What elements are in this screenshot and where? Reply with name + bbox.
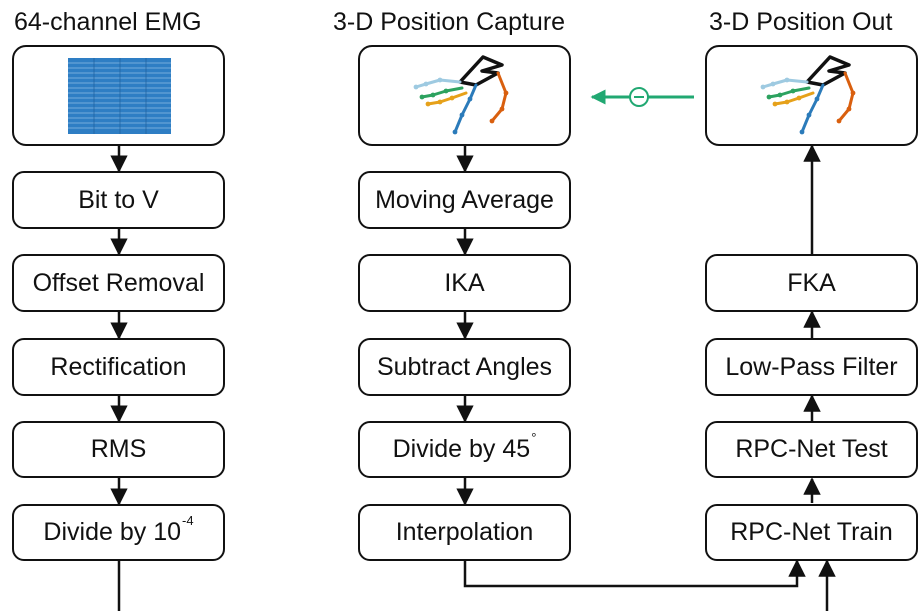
- emg-signal-panel: [12, 45, 225, 146]
- step-label: Rectification: [50, 352, 187, 381]
- step-offset-removal: Offset Removal: [12, 254, 225, 312]
- step-superscript: -4: [182, 513, 194, 528]
- step-label: Interpolation: [395, 518, 534, 546]
- step-label: RPC-Net Train: [730, 518, 893, 546]
- step-rms: RMS: [12, 421, 225, 478]
- step-moving-average: Moving Average: [358, 171, 571, 229]
- hand-skeleton-icon: [413, 55, 509, 135]
- step-rpc-net-train: RPC-Net Train: [705, 504, 918, 561]
- step-label: RPC-Net Test: [735, 435, 888, 463]
- step-rpc-net-test: RPC-Net Test: [705, 421, 918, 478]
- step-label: Bit to V: [78, 185, 159, 214]
- output-hand-panel: [705, 45, 918, 146]
- capture-title: 3-D Position Capture: [333, 8, 566, 36]
- step-fka: FKA: [705, 254, 918, 312]
- capture-hand-panel: [358, 45, 571, 146]
- minus-circle-icon: [629, 87, 649, 107]
- line-interp-to-train: [463, 559, 806, 588]
- step-label: Low-Pass Filter: [725, 352, 898, 381]
- step-divide-by-10-4: Divide by 10-4: [12, 504, 225, 561]
- emg-title: 64-channel EMG: [14, 8, 202, 36]
- output-title: 3-D Position Out: [709, 8, 893, 36]
- step-label: Divide by 45: [392, 435, 531, 463]
- step-label: RMS: [90, 435, 147, 463]
- step-ika: IKA: [358, 254, 571, 312]
- emg-heatmap-icon: [68, 58, 171, 134]
- step-rectification: Rectification: [12, 338, 225, 396]
- hand-skeleton-icon: [760, 55, 856, 135]
- step-label: Moving Average: [375, 185, 554, 214]
- step-low-pass-filter: Low-Pass Filter: [705, 338, 918, 396]
- step-label: Subtract Angles: [376, 352, 553, 381]
- step-bit-to-v: Bit to V: [12, 171, 225, 229]
- step-label: Divide by 10: [43, 518, 181, 546]
- step-superscript: °: [531, 430, 537, 445]
- step-interpolation: Interpolation: [358, 504, 571, 561]
- step-divide-by-45: Divide by 45°: [358, 421, 571, 478]
- step-label: FKA: [787, 268, 836, 297]
- step-label: IKA: [444, 268, 485, 297]
- step-label: Offset Removal: [32, 268, 205, 297]
- step-subtract-angles: Subtract Angles: [358, 338, 571, 396]
